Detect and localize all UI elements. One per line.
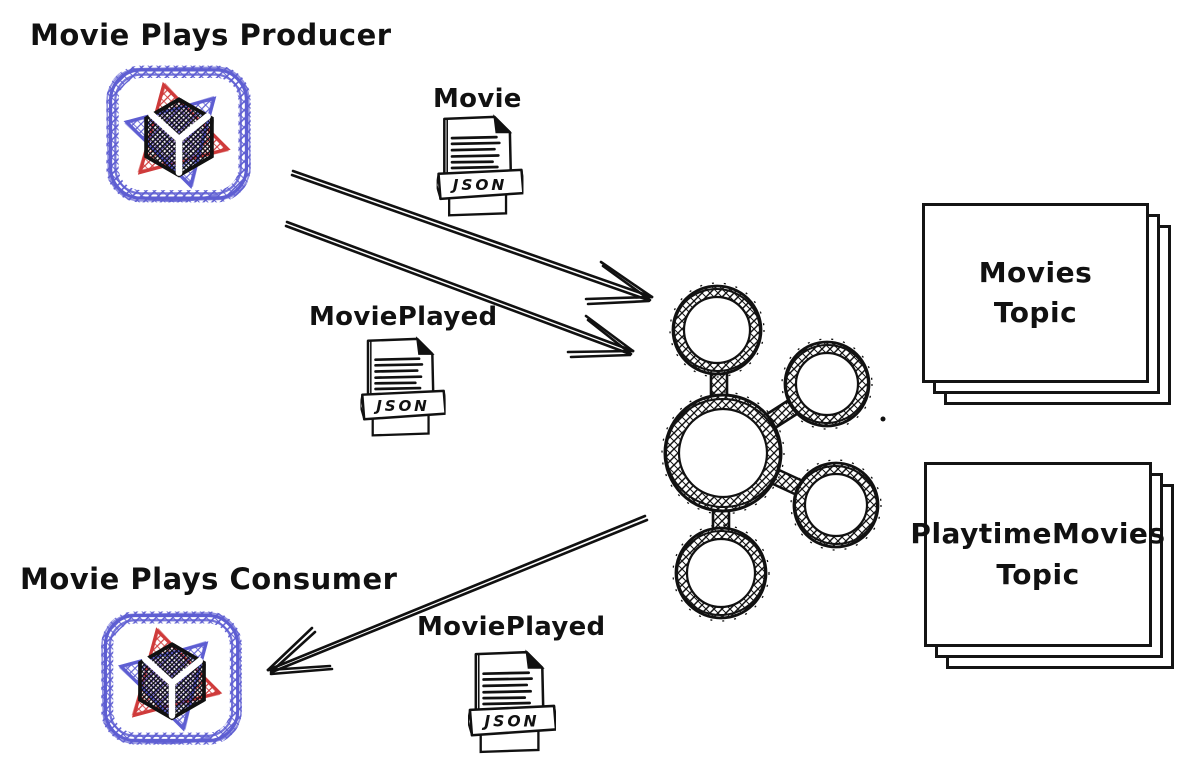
consumer-app-icon (98, 606, 246, 751)
movies-topic-card-front: Movies Topic (922, 203, 1149, 383)
movieplayed-bottom-json-badge: JSON (481, 711, 539, 730)
kafka-node-top (669, 282, 765, 378)
movieplayed-json-badge: JSON (373, 397, 429, 415)
playtimemovies-topic-line1: PlaytimeMovies (910, 517, 1166, 551)
movies-topic-line2: Topic (993, 296, 1078, 329)
playtimemovies-topic-card-front: PlaytimeMovies Topic (910, 462, 1165, 647)
movieplayed-bottom-json-document-icon: JSON (468, 648, 556, 760)
movieplayed-bottom-message-label: MoviePlayed (417, 612, 606, 642)
stray-dot (880, 416, 886, 422)
movies-topic-card: Movies Topic (922, 203, 1171, 405)
producer-title: Movie Plays Producer (30, 18, 392, 52)
kafka-node-bottom-right (790, 459, 882, 551)
movies-topic-line1: Movies (978, 255, 1093, 289)
movieplayed-json-document-icon: JSON (358, 336, 448, 442)
kafka-node-bottom (672, 524, 770, 622)
arrow-producer-to-kafka-movieplayed (284, 220, 635, 359)
movie-message-label: Movie (433, 84, 522, 114)
producer-app-icon (103, 62, 255, 207)
kafka-node-center (661, 391, 785, 515)
kafka-logo (661, 282, 886, 622)
playtimemovies-topic-line2: Topic (996, 557, 1080, 591)
consumer-title: Movie Plays Consumer (20, 562, 398, 596)
playtimemovies-topic-card: PlaytimeMovies Topic (910, 462, 1174, 669)
kafka-node-top-right (781, 338, 873, 430)
movieplayed-message-label: MoviePlayed (309, 302, 498, 332)
movie-json-document-icon: JSON (436, 114, 524, 222)
movie-json-badge: JSON (450, 176, 507, 194)
